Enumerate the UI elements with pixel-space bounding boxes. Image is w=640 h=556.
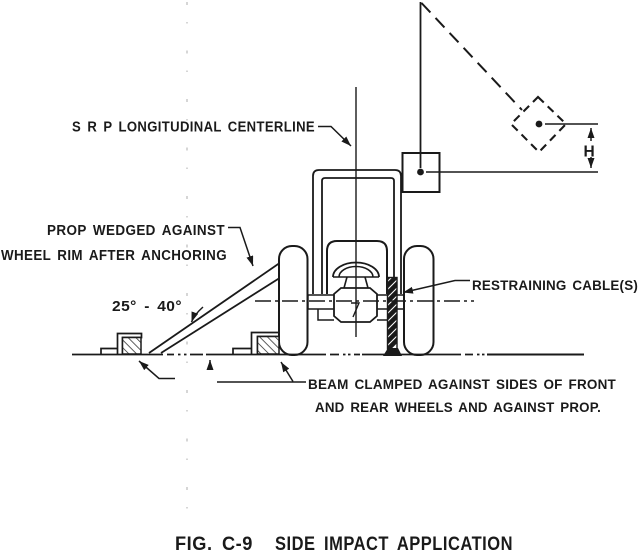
label-prop-wedged-line1: PROP WEDGED AGAINST xyxy=(47,223,225,239)
angle-arc xyxy=(190,306,204,323)
leader-clamp-left xyxy=(138,360,175,380)
leader-cable xyxy=(402,279,470,294)
leader-clamp-right xyxy=(280,361,294,382)
figure-caption: FIG. C-9 SIDE IMPACT APPLICATION xyxy=(175,533,513,555)
prop-beam xyxy=(148,259,287,354)
label-beam-clamped-line1: BEAM CLAMPED AGAINST SIDES OF FRONT xyxy=(308,377,617,392)
label-height-h: H xyxy=(584,144,595,161)
restraining-cable-pole xyxy=(383,276,402,356)
label-restraining-cable: RESTRAINING CABLE(S) xyxy=(472,278,638,293)
label-srp-centerline: S R P LONGITUDINAL CENTERLINE xyxy=(72,120,315,136)
label-prop-wedged-line2: WHEEL RIM AFTER ANCHORING xyxy=(1,248,227,264)
wheel-clamp-right xyxy=(232,331,280,355)
wheel-clamp-left xyxy=(100,332,143,355)
figure-number: FIG. C-9 xyxy=(175,533,253,555)
height-dimension: H xyxy=(426,123,598,173)
label-angle-range: 25° - 40° xyxy=(112,299,182,315)
label-beam-clamped-line2: AND REAR WHEELS AND AGAINST PROP. xyxy=(315,400,601,415)
pendulum-cable-raised xyxy=(420,2,523,111)
pendulum-assembly: H xyxy=(401,2,598,193)
leader-prop xyxy=(228,226,254,267)
leader-srp xyxy=(318,125,352,147)
operator-seat xyxy=(326,240,388,294)
leader-lines xyxy=(138,125,470,383)
rops-frame xyxy=(312,169,402,294)
tractor xyxy=(278,169,435,356)
figure-title: SIDE IMPACT APPLICATION xyxy=(275,533,513,555)
